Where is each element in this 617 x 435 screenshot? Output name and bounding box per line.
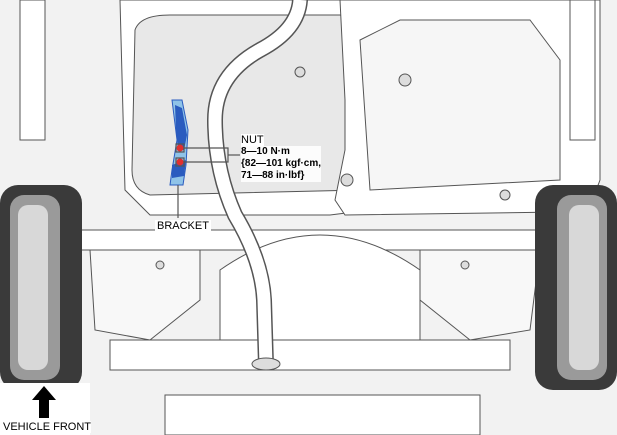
torque-nm: 8—10 N·m <box>241 146 290 157</box>
torque-kgfcm: {82—101 kgf·cm, <box>241 158 322 169</box>
nut-upper <box>176 144 184 152</box>
left-rear-tire <box>0 185 82 390</box>
rear-bumper <box>164 394 481 435</box>
torque-inlbf: 71—88 in·lbf} <box>241 170 305 181</box>
arrow-up-icon <box>32 386 56 418</box>
rear-beam <box>109 339 511 371</box>
nut-lower <box>176 158 184 166</box>
exhaust-flange <box>251 357 281 371</box>
nut-label: NUT <box>241 134 264 146</box>
vehicle-front-label: VEHICLE FRONT <box>3 421 92 433</box>
bracket-label: BRACKET <box>155 220 211 232</box>
nut-torque-spec: 8—10 N·m {82—101 kgf·cm, 71—88 in·lbf} <box>241 146 322 182</box>
right-rear-tire <box>535 185 617 390</box>
